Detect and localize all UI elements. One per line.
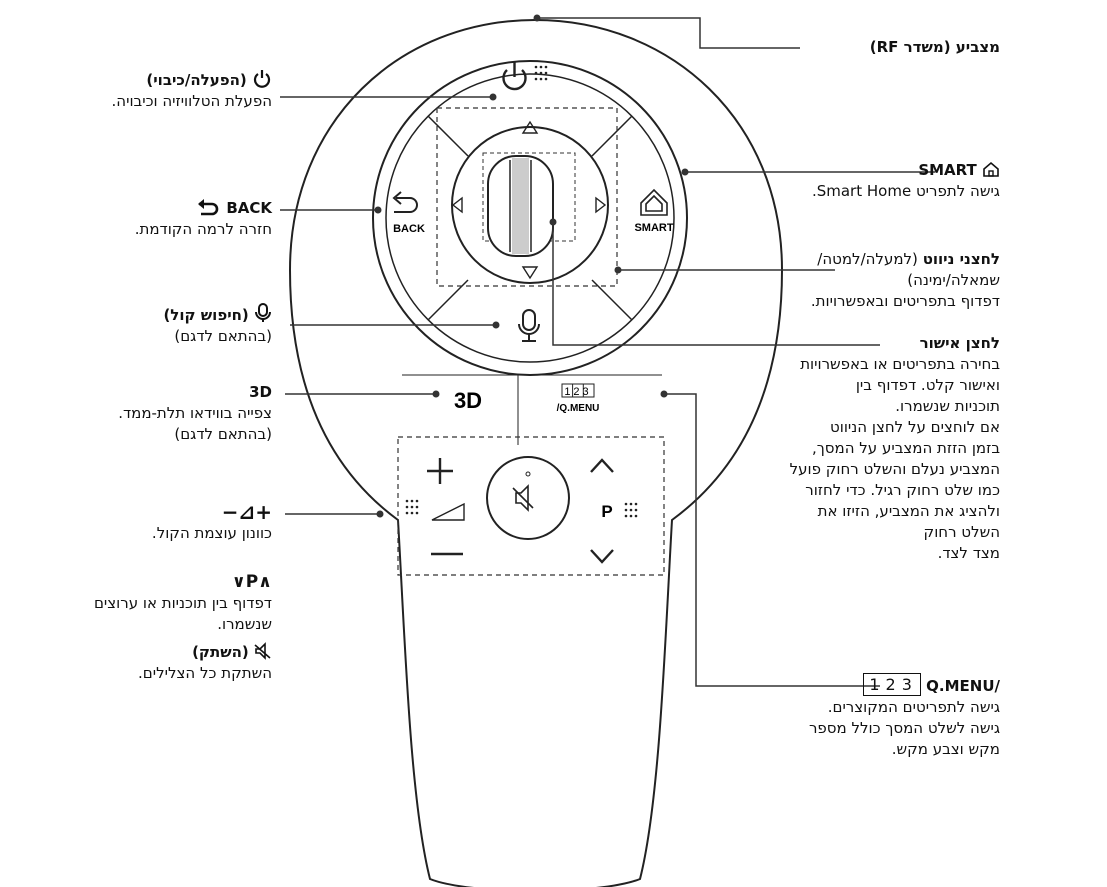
nav-right-icon[interactable] xyxy=(595,196,607,214)
smart-desc: גישה לתפריט Smart Home. xyxy=(811,182,1000,200)
smart-title: SMART xyxy=(918,161,977,179)
annotation-volume: −⊿+ כוונון עוצמת הקול. xyxy=(152,502,272,544)
three-d-desc-1: צפייה בווידאו תלת-ממד. xyxy=(118,404,272,422)
remote-body-outline xyxy=(288,18,784,887)
channel-desc-2: שנשמרו. xyxy=(217,615,272,633)
qmenu-numbers-label: 123 xyxy=(564,386,591,398)
three-d-button[interactable]: 3D xyxy=(454,388,482,413)
ok-desc-3: תוכניות שנשמרו. xyxy=(895,397,1000,415)
qmenu-title-numbers: 123 xyxy=(869,675,918,694)
back-desc: חזרה לרמה הקודמת. xyxy=(134,220,272,238)
annotation-3d: 3D צפייה בווידאו תלת-ממד. (בהתאם לדגם) xyxy=(118,382,272,445)
annotation-pointer: מצביע (משדר RF) xyxy=(870,37,1000,58)
qmenu-desc-2: גישה לשלט המסך כולל מספר xyxy=(808,719,1000,737)
mute-desc: השתקת כל הצלילים. xyxy=(138,664,272,682)
nav-down-icon[interactable] xyxy=(521,266,539,280)
ok-desc-6: המצביע נעלם והשלט רחוק פועל xyxy=(789,460,1000,478)
ok-desc-5: בזמן הזזת המצביע על המסך, xyxy=(811,439,1000,457)
nav-desc-1: שמאלה/ימינה) xyxy=(907,271,1000,289)
three-d-desc-2: (בהתאם לדגם) xyxy=(174,425,272,443)
power-title: (הפעלה/כיבוי) xyxy=(146,71,247,89)
callout-lines xyxy=(280,17,935,687)
qmenu-button[interactable] xyxy=(561,383,595,398)
nav-dashed-frame xyxy=(436,107,618,287)
ok-desc-7: כמו שלט רחוק רגיל. כדי לחזור xyxy=(805,481,1000,499)
qmenu-title-boxes: 123 xyxy=(863,673,921,696)
nav-up-icon[interactable] xyxy=(521,120,539,134)
ok-desc-1: בחירה בתפריטים או באפשרויות xyxy=(800,355,1000,373)
ring-dividers xyxy=(427,115,633,321)
voice-desc: (בהתאם לדגם) xyxy=(174,327,272,345)
annotation-channel: ∨P∧ דפדוף בין תוכניות או ערוצים שנשמרו. xyxy=(94,572,272,635)
nav-title-rest: (למעלה/למטה/ xyxy=(817,250,923,268)
power-title-icon xyxy=(253,70,271,88)
volume-up-icon[interactable] xyxy=(427,458,453,484)
vol-channel-frame xyxy=(397,436,665,576)
ok-desc-2: ואישור קלט. דפדוף בין xyxy=(855,376,1000,394)
channel-desc-1: דפדוף בין תוכניות או ערוצים xyxy=(93,594,272,612)
power-grid-icon xyxy=(534,65,548,81)
qmenu-desc-1: גישה לתפריטים המקוצרים. xyxy=(827,698,1000,716)
pointer-title: מצביע (משדר RF) xyxy=(869,38,1000,56)
annotation-back: BACK חזרה לרמה הקודמת. xyxy=(135,198,272,240)
annotation-nav: לחצני ניווט (למעלה/למטה/ שמאלה/ימינה) דפ… xyxy=(811,249,1000,312)
smart-home-icon[interactable] xyxy=(640,188,668,216)
power-desc: הפעלת הטלוויזיה וכיבויה. xyxy=(111,92,272,110)
nav-left-icon[interactable] xyxy=(451,196,463,214)
annotation-mute: (השתק) השתקת כל הצלילים. xyxy=(138,642,272,684)
volume-level-icon xyxy=(431,502,465,521)
channel-up-icon[interactable] xyxy=(590,458,614,473)
channel-grid-icon xyxy=(624,502,638,518)
voice-title: (חיפוש קול) xyxy=(163,306,249,324)
qmenu-desc-3: מקש וצבע מקש. xyxy=(891,740,1000,758)
smart-button-label: SMART xyxy=(634,222,673,234)
back-title-icon xyxy=(198,199,219,216)
annotation-smart: SMART גישה לתפריט Smart Home. xyxy=(812,160,1000,202)
annotation-ok: לחצן אישור בחירה בתפריטים או באפשרויות ו… xyxy=(790,333,1000,564)
control-ring-inner xyxy=(385,73,675,363)
back-title: BACK xyxy=(226,199,272,217)
volume-title: −⊿+ xyxy=(221,500,272,524)
smart-title-icon xyxy=(983,161,999,177)
ok-desc-9: השלט רחוק xyxy=(923,523,1000,541)
back-button-label: BACK xyxy=(393,223,425,235)
annotation-qmenu: Q.MENU/ 123 גישה לתפריטים המקוצרים. גישה… xyxy=(809,673,1000,760)
ok-desc-10: מצד לצד. xyxy=(937,544,1000,562)
qmenu-button-label: /Q.MENU xyxy=(557,403,600,414)
voice-title-icon xyxy=(255,303,271,322)
channel-down-icon[interactable] xyxy=(590,549,614,564)
channel-title: ∨P∧ xyxy=(231,572,272,592)
nav-desc-2: דפדוף בתפריטים ובאפשרויות. xyxy=(810,292,1000,310)
voice-mic-icon[interactable] xyxy=(518,309,540,342)
ok-title: לחצן אישור xyxy=(919,334,1000,352)
channel-label: P xyxy=(601,502,612,521)
ok-desc-4: אם לוחצים על לחצן הניווט xyxy=(830,418,1000,436)
annotation-power: (הפעלה/כיבוי) הפעלת הטלוויזיה וכיבויה. xyxy=(112,68,272,112)
annotation-voice: (חיפוש קול) (בהתאם לדגם) xyxy=(163,303,272,347)
mute-speaker-icon xyxy=(512,484,534,512)
callout-dots xyxy=(374,14,689,518)
mute-title-icon xyxy=(254,642,271,660)
power-icon[interactable] xyxy=(502,62,527,91)
volume-desc: כוונון עוצמת הקול. xyxy=(151,524,272,542)
three-d-title: 3D xyxy=(249,383,272,401)
mute-title: (השתק) xyxy=(192,643,249,661)
nav-title: לחצני ניווט xyxy=(922,250,1000,268)
back-icon[interactable] xyxy=(392,191,418,213)
ok-desc-8: ולהציג את המצביע, הזיזו את xyxy=(817,502,1000,520)
qmenu-title: Q.MENU/ xyxy=(926,677,1000,695)
volume-grid-icon xyxy=(405,499,419,515)
